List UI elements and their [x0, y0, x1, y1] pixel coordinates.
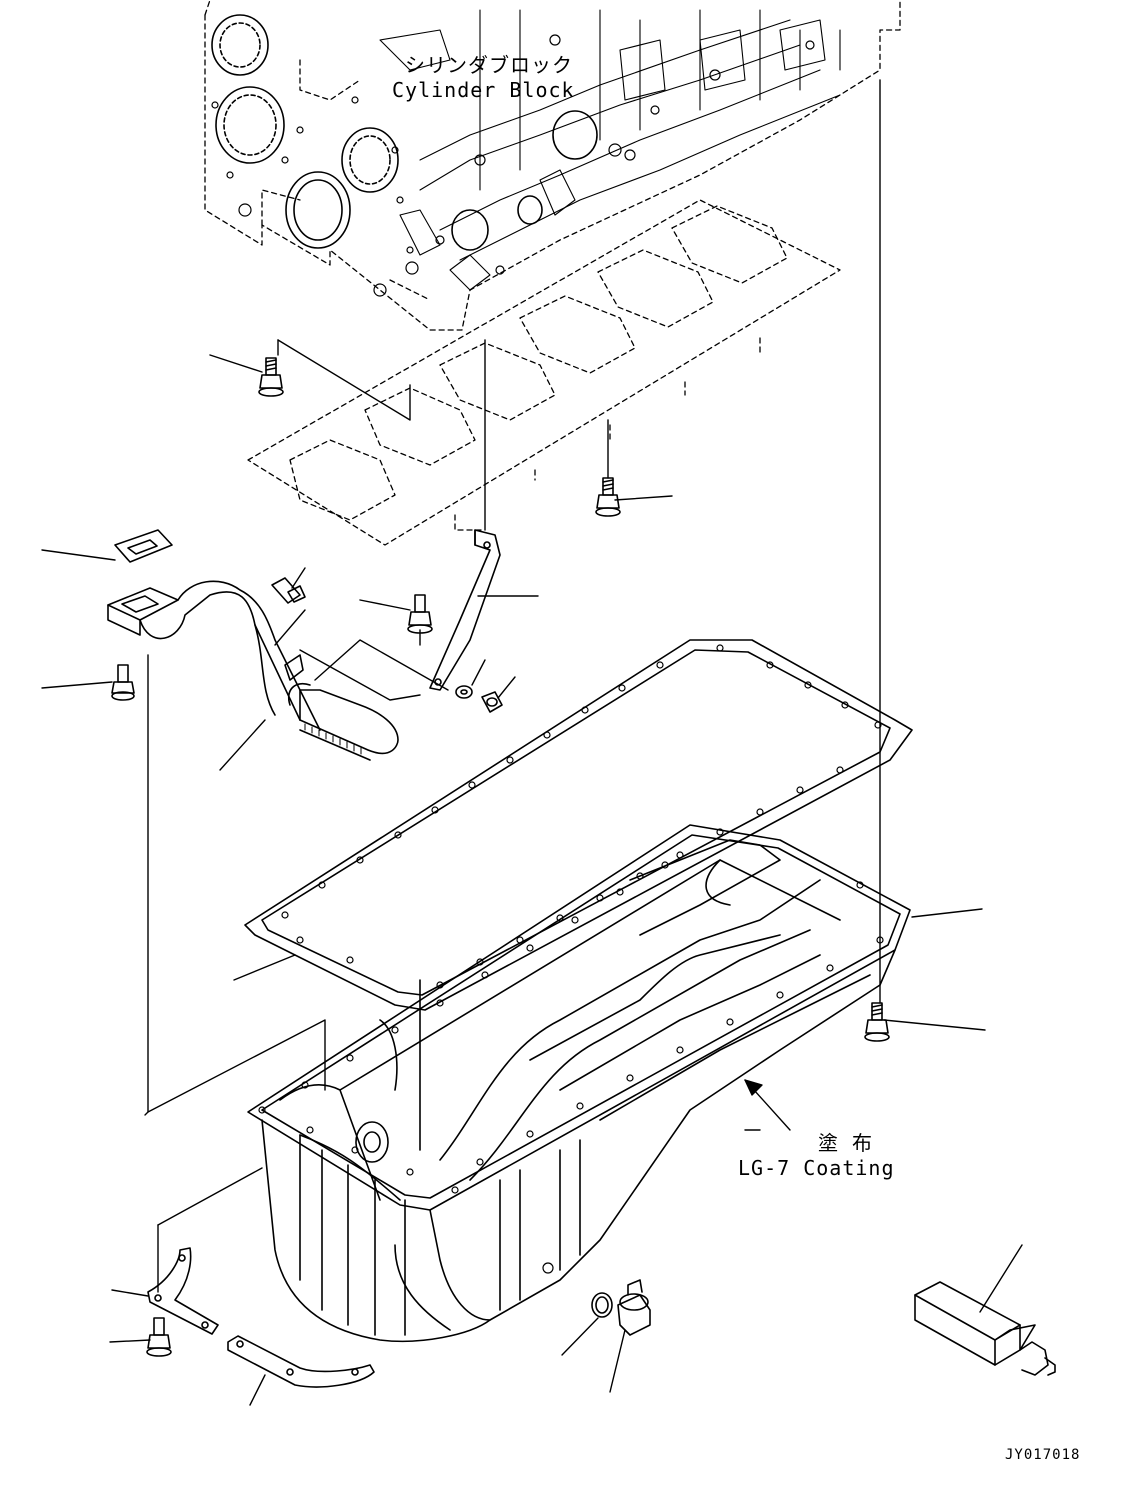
coating-label-jp: 塗 布 [818, 1131, 874, 1155]
strainer-mesh [304, 723, 362, 755]
cover-plate-lower [227, 1335, 375, 1388]
block-gasket [247, 199, 841, 546]
pipe-gasket [114, 529, 173, 563]
washer [455, 685, 473, 699]
gasket-bolt-left [258, 357, 284, 397]
socket-tool [914, 1281, 1056, 1376]
oil-pan [247, 824, 911, 1343]
suction-pipe [107, 580, 399, 761]
cylinder-block [204, 0, 901, 331]
coating-label-en: LG-7 Coating [738, 1156, 895, 1180]
drain-plug [617, 1279, 651, 1336]
cylinder-block-label-en: Cylinder Block [392, 78, 575, 102]
cover-plate-upper [147, 1247, 219, 1335]
drawing-id: JY017018 [1005, 1447, 1081, 1463]
flange-bolt [111, 664, 135, 701]
gasket-bolt-right [595, 477, 621, 517]
cover-bolt [146, 1317, 172, 1357]
cylinder-block-label-jp: シリンダブロック [405, 53, 573, 77]
support-bracket [429, 529, 501, 691]
bracket-bolt-small [271, 577, 306, 604]
leader-lines [41, 79, 1023, 1406]
oil-pan-bolt [864, 1002, 890, 1042]
o-ring [591, 1292, 613, 1318]
nut [481, 691, 503, 713]
oil-pan-gasket [244, 639, 913, 1011]
bracket-bolt [407, 594, 433, 634]
